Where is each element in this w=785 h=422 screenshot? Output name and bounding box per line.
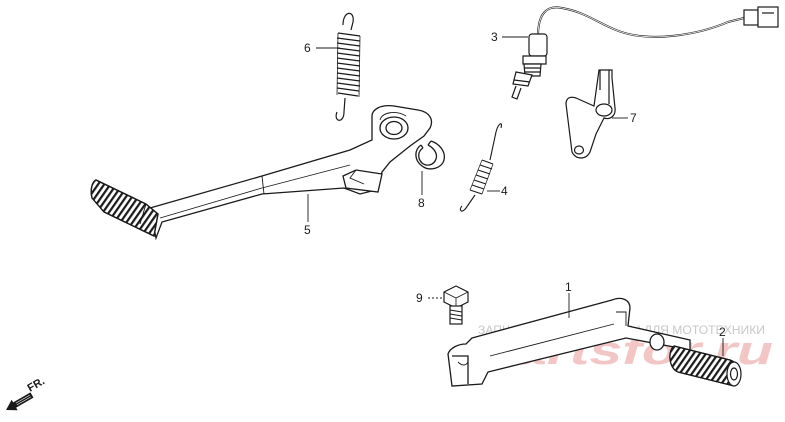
callout-5: 5 <box>304 223 311 237</box>
callout-6: 6 <box>304 41 311 55</box>
spring-coils <box>336 32 361 97</box>
callout-labels: 1 2 3 4 5 6 7 8 9 <box>304 30 726 339</box>
callout-4: 4 <box>501 184 508 198</box>
part-6-return-spring <box>335 12 361 121</box>
lower-pedal-collar <box>649 333 665 351</box>
switch-connector <box>743 9 759 26</box>
part-5-brake-pedal <box>90 104 433 241</box>
lower-pedal-arm <box>447 297 691 387</box>
part-1-shift-pedal <box>447 297 691 387</box>
part-4-switch-spring <box>459 123 502 212</box>
callout-leaders <box>307 36 724 356</box>
callout-2: 2 <box>719 325 726 339</box>
switch-body <box>528 33 548 57</box>
part-8-circlip <box>415 140 446 170</box>
small-spring-coils <box>469 159 494 195</box>
callout-9: 9 <box>416 291 423 305</box>
part-7-switch-bracket <box>565 69 616 159</box>
part-9-flange-bolt <box>443 285 469 325</box>
switch-cable <box>537 6 745 38</box>
front-label: FR. <box>26 375 47 394</box>
part-2-pedal-rubber <box>669 345 742 387</box>
callout-8: 8 <box>418 196 425 210</box>
front-direction-indicator: FR. <box>6 375 47 411</box>
callout-1: 1 <box>565 280 572 294</box>
part-3-brake-light-switch <box>511 6 779 100</box>
callout-7: 7 <box>630 111 637 125</box>
callout-3: 3 <box>491 30 498 44</box>
